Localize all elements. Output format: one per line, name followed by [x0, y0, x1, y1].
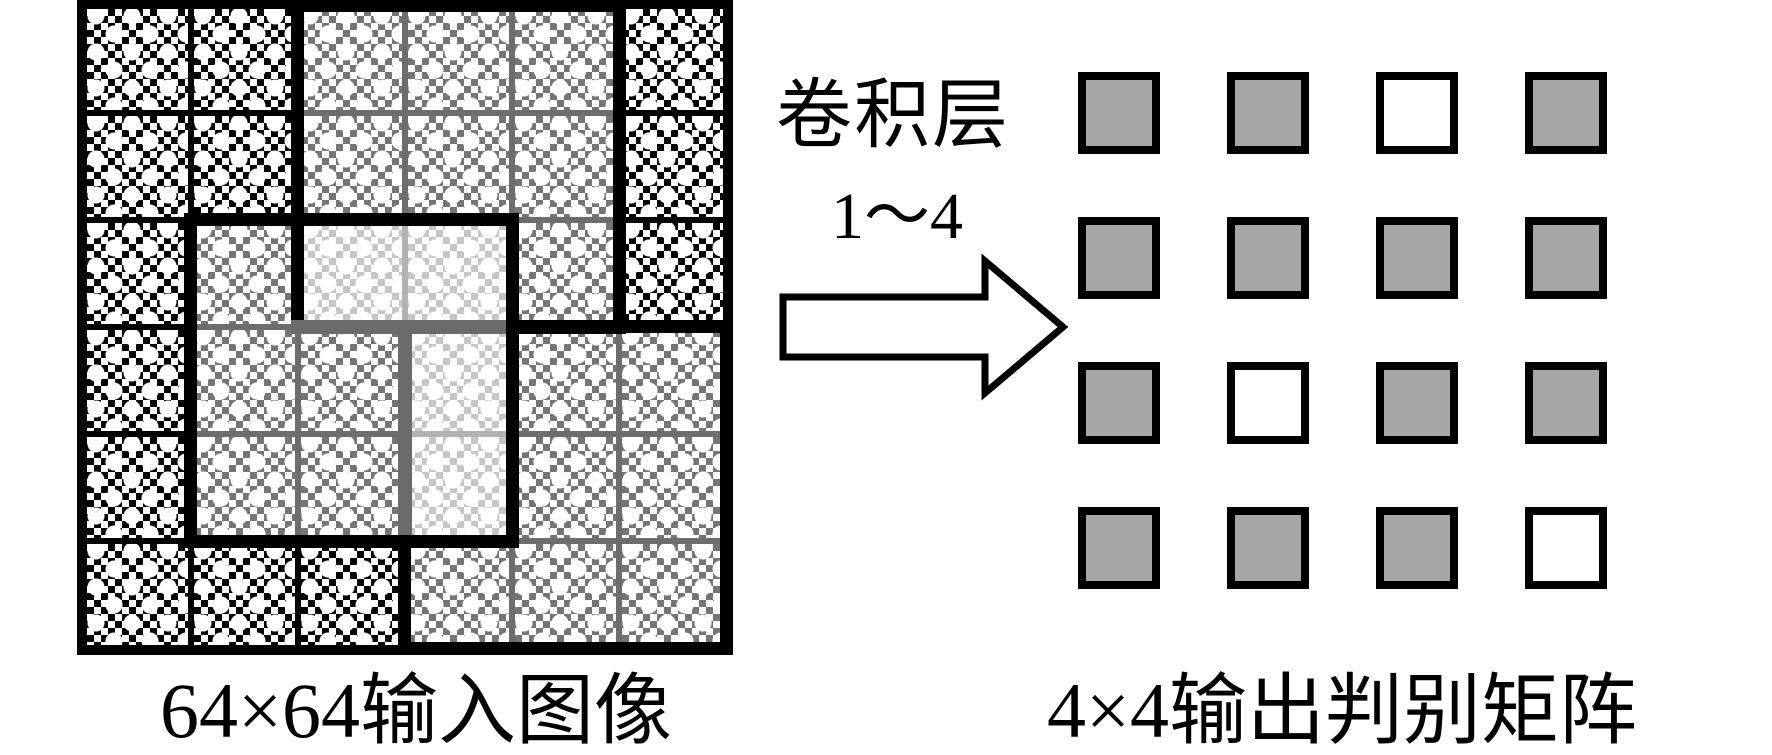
input-image-caption: 64×64输入图像: [160, 667, 672, 754]
input-cell-r5-c1-dark: [191, 541, 298, 648]
output-cell-r0-c1-filled: [1227, 72, 1309, 154]
output-cell-r3-c1-filled: [1227, 507, 1309, 589]
output-matrix-caption: 4×4输出判别矩阵: [1047, 667, 1637, 754]
input-cell-r1-c1-dark: [191, 113, 298, 220]
input-cell-r3-c4-medium: [512, 327, 619, 434]
input-cell-r4-c5-medium: [619, 434, 726, 541]
conv-layers-label-line1: 卷积层: [776, 74, 1010, 158]
input-cell-r4-c2-medium: [298, 434, 405, 541]
input-cell-r2-c5-dark: [619, 220, 726, 327]
output-cell-r1-c0-filled: [1078, 217, 1160, 299]
input-image-grid: [84, 6, 726, 648]
input-cell-r1-c3-medium: [405, 113, 512, 220]
input-cell-r0-c3-medium: [405, 6, 512, 113]
input-cell-r5-c0-dark: [84, 541, 191, 648]
output-cell-r3-c2-filled: [1376, 507, 1458, 589]
input-cell-r4-c0-dark: [84, 434, 191, 541]
right-arrow-icon: [779, 253, 1069, 401]
input-cell-r2-c3-light: [405, 220, 512, 327]
conv-layers-label-line2: 1～4: [831, 180, 963, 253]
output-cell-r2-c1-empty: [1227, 362, 1309, 444]
input-cell-r0-c1-dark: [191, 6, 298, 113]
output-cell-r0-c2-empty: [1376, 72, 1458, 154]
output-cell-r3-c3-empty: [1525, 507, 1607, 589]
input-cell-r0-c4-medium: [512, 6, 619, 113]
input-cell-r2-c1-medium: [191, 220, 298, 327]
input-cell-r1-c4-medium: [512, 113, 619, 220]
input-cell-r4-c4-medium: [512, 434, 619, 541]
input-cell-r0-c5-dark: [619, 6, 726, 113]
input-cell-r4-c3-light: [405, 434, 512, 541]
input-cell-r3-c1-medium: [191, 327, 298, 434]
output-cell-r2-c3-filled: [1525, 362, 1607, 444]
output-cell-r0-c3-filled: [1525, 72, 1607, 154]
input-cell-r1-c2-medium: [298, 113, 405, 220]
input-cell-r3-c5-medium: [619, 327, 726, 434]
input-cell-r3-c0-dark: [84, 327, 191, 434]
input-cell-r5-c3-medium: [405, 541, 512, 648]
input-cell-r2-c2-light: [298, 220, 405, 327]
input-cell-r5-c5-medium: [619, 541, 726, 648]
input-cell-r2-c4-medium: [512, 220, 619, 327]
input-cell-r0-c0-dark: [84, 6, 191, 113]
input-cell-r4-c1-medium: [191, 434, 298, 541]
output-cell-r1-c1-filled: [1227, 217, 1309, 299]
input-image-panel: [77, 0, 733, 655]
input-cell-r5-c4-medium: [512, 541, 619, 648]
input-cell-r5-c2-dark: [298, 541, 405, 648]
output-cell-r0-c0-filled: [1078, 72, 1160, 154]
output-cell-r1-c3-filled: [1525, 217, 1607, 299]
input-cell-r1-c5-dark: [619, 113, 726, 220]
input-cell-r3-c3-light: [405, 327, 512, 434]
output-cell-r1-c2-filled: [1376, 217, 1458, 299]
output-cell-r2-c0-filled: [1078, 362, 1160, 444]
output-cell-r2-c2-filled: [1376, 362, 1458, 444]
output-cell-r3-c0-filled: [1078, 507, 1160, 589]
output-matrix-grid: [1078, 72, 1607, 589]
input-cell-r2-c0-dark: [84, 220, 191, 327]
input-cell-r3-c2-medium: [298, 327, 405, 434]
input-cell-r0-c2-medium: [298, 6, 405, 113]
input-cell-r1-c0-dark: [84, 113, 191, 220]
